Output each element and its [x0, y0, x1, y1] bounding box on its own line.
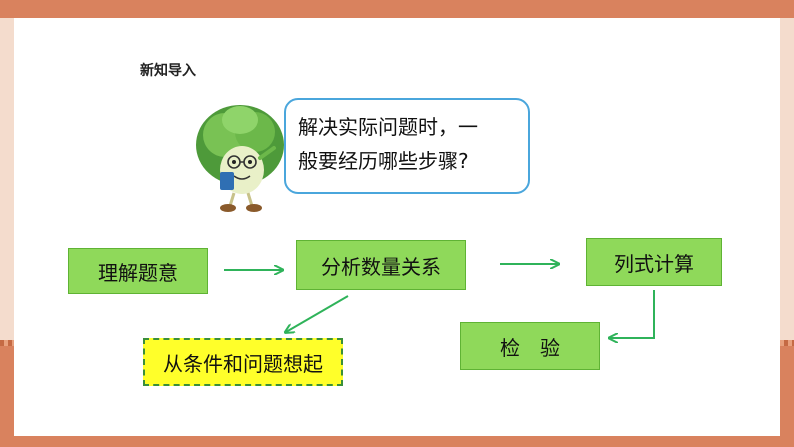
arrow-analyze-to-hint — [286, 295, 349, 332]
frame-left-strip — [0, 18, 14, 340]
frame-top — [0, 0, 794, 18]
step-analyze-box: 分析数量关系 — [296, 240, 466, 290]
step-analyze-label: 分析数量关系 — [321, 254, 441, 279]
slide-canvas — [14, 18, 780, 436]
cabbage-mascot-icon — [196, 105, 284, 212]
speech-bubble: 解决实际问题时，一 般要经历哪些步骤? — [284, 98, 530, 194]
speech-line-1: 解决实际问题时，一 — [298, 115, 478, 139]
frame-right-strip — [780, 18, 794, 340]
step-compute-label: 列式计算 — [614, 251, 694, 276]
step-understand-box: 理解题意 — [68, 248, 208, 294]
step-check-box: 检 验 — [460, 322, 600, 370]
hint-label: 从条件和问题想起 — [163, 351, 323, 376]
arrow-compute-to-check — [610, 290, 655, 338]
speech-line-2: 般要经历哪些步骤? — [298, 149, 469, 173]
step-check-label: 检 验 — [500, 335, 560, 360]
page-title: 新知导入 — [140, 63, 196, 79]
step-understand-label: 理解题意 — [98, 260, 178, 285]
step-compute-box: 列式计算 — [586, 238, 722, 286]
hint-box: 从条件和问题想起 — [143, 338, 343, 386]
